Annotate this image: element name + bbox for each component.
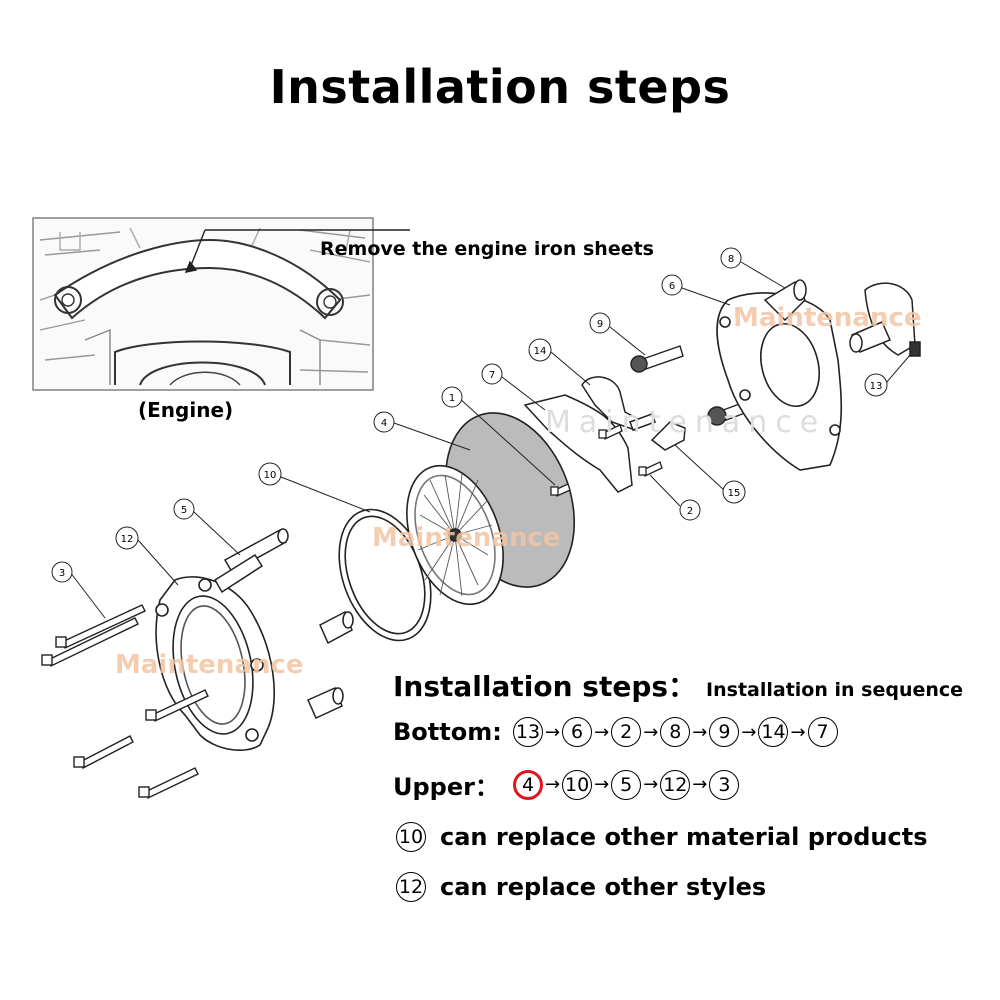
- sequence-step: 7: [807, 717, 838, 747]
- part-15-clip: [650, 421, 686, 451]
- sequence-step: 13: [513, 717, 543, 747]
- svg-text:13: 13: [870, 381, 883, 392]
- note-text: can replace other styles: [440, 873, 767, 901]
- bottom-sequence-row: Bottom: 13→6→2→8→9→14→7: [393, 717, 838, 747]
- callout-12: 12: [115, 526, 179, 586]
- sequence-step: 9: [709, 717, 740, 747]
- callout-4: 4: [373, 411, 471, 451]
- callout-14: 14: [528, 338, 591, 386]
- callouts: 1 2 3 4 5 6 7 8 9 10 12 13 14 15: [51, 247, 911, 619]
- part-14-bracket: [581, 376, 656, 431]
- sequence-arrow: →: [741, 721, 757, 743]
- svg-text:4: 4: [381, 418, 387, 429]
- callout-15: 15: [674, 444, 746, 504]
- svg-text:7: 7: [489, 370, 495, 381]
- sequence-arrow: →: [643, 721, 659, 743]
- upper-label: Upper：: [393, 773, 499, 801]
- callout-10: 10: [258, 462, 371, 513]
- sequence-step: 5: [611, 769, 642, 800]
- remove-iron-sheets-label: Remove the engine iron sheets: [320, 238, 654, 260]
- bottom-label: Bottom:: [393, 718, 502, 746]
- part-2-bolt: [598, 424, 663, 477]
- callout-2: 2: [649, 474, 701, 521]
- callout-5: 5: [173, 498, 241, 556]
- callout-7: 7: [481, 363, 546, 411]
- part-3-bolts: [41, 604, 209, 799]
- callout-1: 1: [441, 386, 556, 486]
- steps-subtitle: Installation in sequence: [706, 679, 964, 701]
- sequence-step: 6: [562, 717, 593, 747]
- sequence-step: 10: [562, 769, 593, 800]
- svg-text:8: 8: [728, 254, 734, 265]
- sequence-step: 4: [513, 769, 543, 800]
- callout-3: 3: [51, 561, 106, 619]
- note-row: 10 can replace other material products: [396, 822, 928, 852]
- svg-text:10: 10: [264, 470, 277, 481]
- svg-text:12: 12: [121, 534, 134, 545]
- sequence-arrow: →: [594, 721, 610, 743]
- sequence-arrow: →: [643, 774, 659, 795]
- part-4-filter: [406, 412, 576, 606]
- sequence-step: 8: [660, 717, 691, 747]
- part-7-plate: [523, 394, 633, 493]
- sequence-step: 12: [660, 769, 691, 800]
- installation-steps-panel: Installation steps： Installation in sequ…: [393, 665, 963, 705]
- engine-illustration: [32, 217, 410, 391]
- upper-sequence: 4→10→5→12→3: [513, 769, 740, 800]
- part-12-backing-plate: [155, 576, 276, 751]
- callout-13: 13: [864, 354, 911, 397]
- page-title: Installation steps: [269, 60, 731, 114]
- sequence-arrow: →: [545, 721, 561, 743]
- svg-text:5: 5: [181, 505, 187, 516]
- note-number: 12: [396, 872, 426, 902]
- sequence-step: 14: [758, 717, 789, 747]
- svg-text:2: 2: [687, 506, 693, 517]
- callout-9: 9: [589, 312, 646, 356]
- steps-title: Installation steps：: [393, 670, 697, 703]
- part-1-bolt: [550, 483, 571, 497]
- svg-text:3: 3: [59, 568, 65, 579]
- sequence-arrow: →: [545, 774, 561, 795]
- sequence-arrow: →: [692, 721, 708, 743]
- engine-caption: (Engine): [138, 398, 234, 422]
- sequence-arrow: →: [790, 721, 806, 743]
- svg-text:9: 9: [597, 319, 603, 330]
- sequence-step: 3: [709, 769, 740, 800]
- bottom-sequence: 13→6→2→8→9→14→7: [513, 717, 838, 747]
- part-6-backplate: [716, 292, 843, 471]
- callout-6: 6: [661, 274, 731, 306]
- part-5-standoffs: [213, 528, 354, 719]
- svg-text:6: 6: [669, 281, 675, 292]
- sequence-arrow: →: [594, 774, 610, 795]
- svg-text:1: 1: [449, 393, 455, 404]
- note-text: can replace other material products: [440, 823, 928, 851]
- sequence-step: 2: [611, 717, 642, 747]
- upper-sequence-row: Upper： 4→10→5→12→3: [393, 767, 740, 802]
- part-13-housing: [849, 282, 921, 357]
- svg-text:15: 15: [728, 488, 741, 499]
- sequence-arrow: →: [692, 774, 708, 795]
- callout-8: 8: [720, 247, 786, 289]
- svg-text:14: 14: [534, 346, 547, 357]
- note-row: 12 can replace other styles: [396, 872, 766, 902]
- note-number: 10: [396, 822, 426, 852]
